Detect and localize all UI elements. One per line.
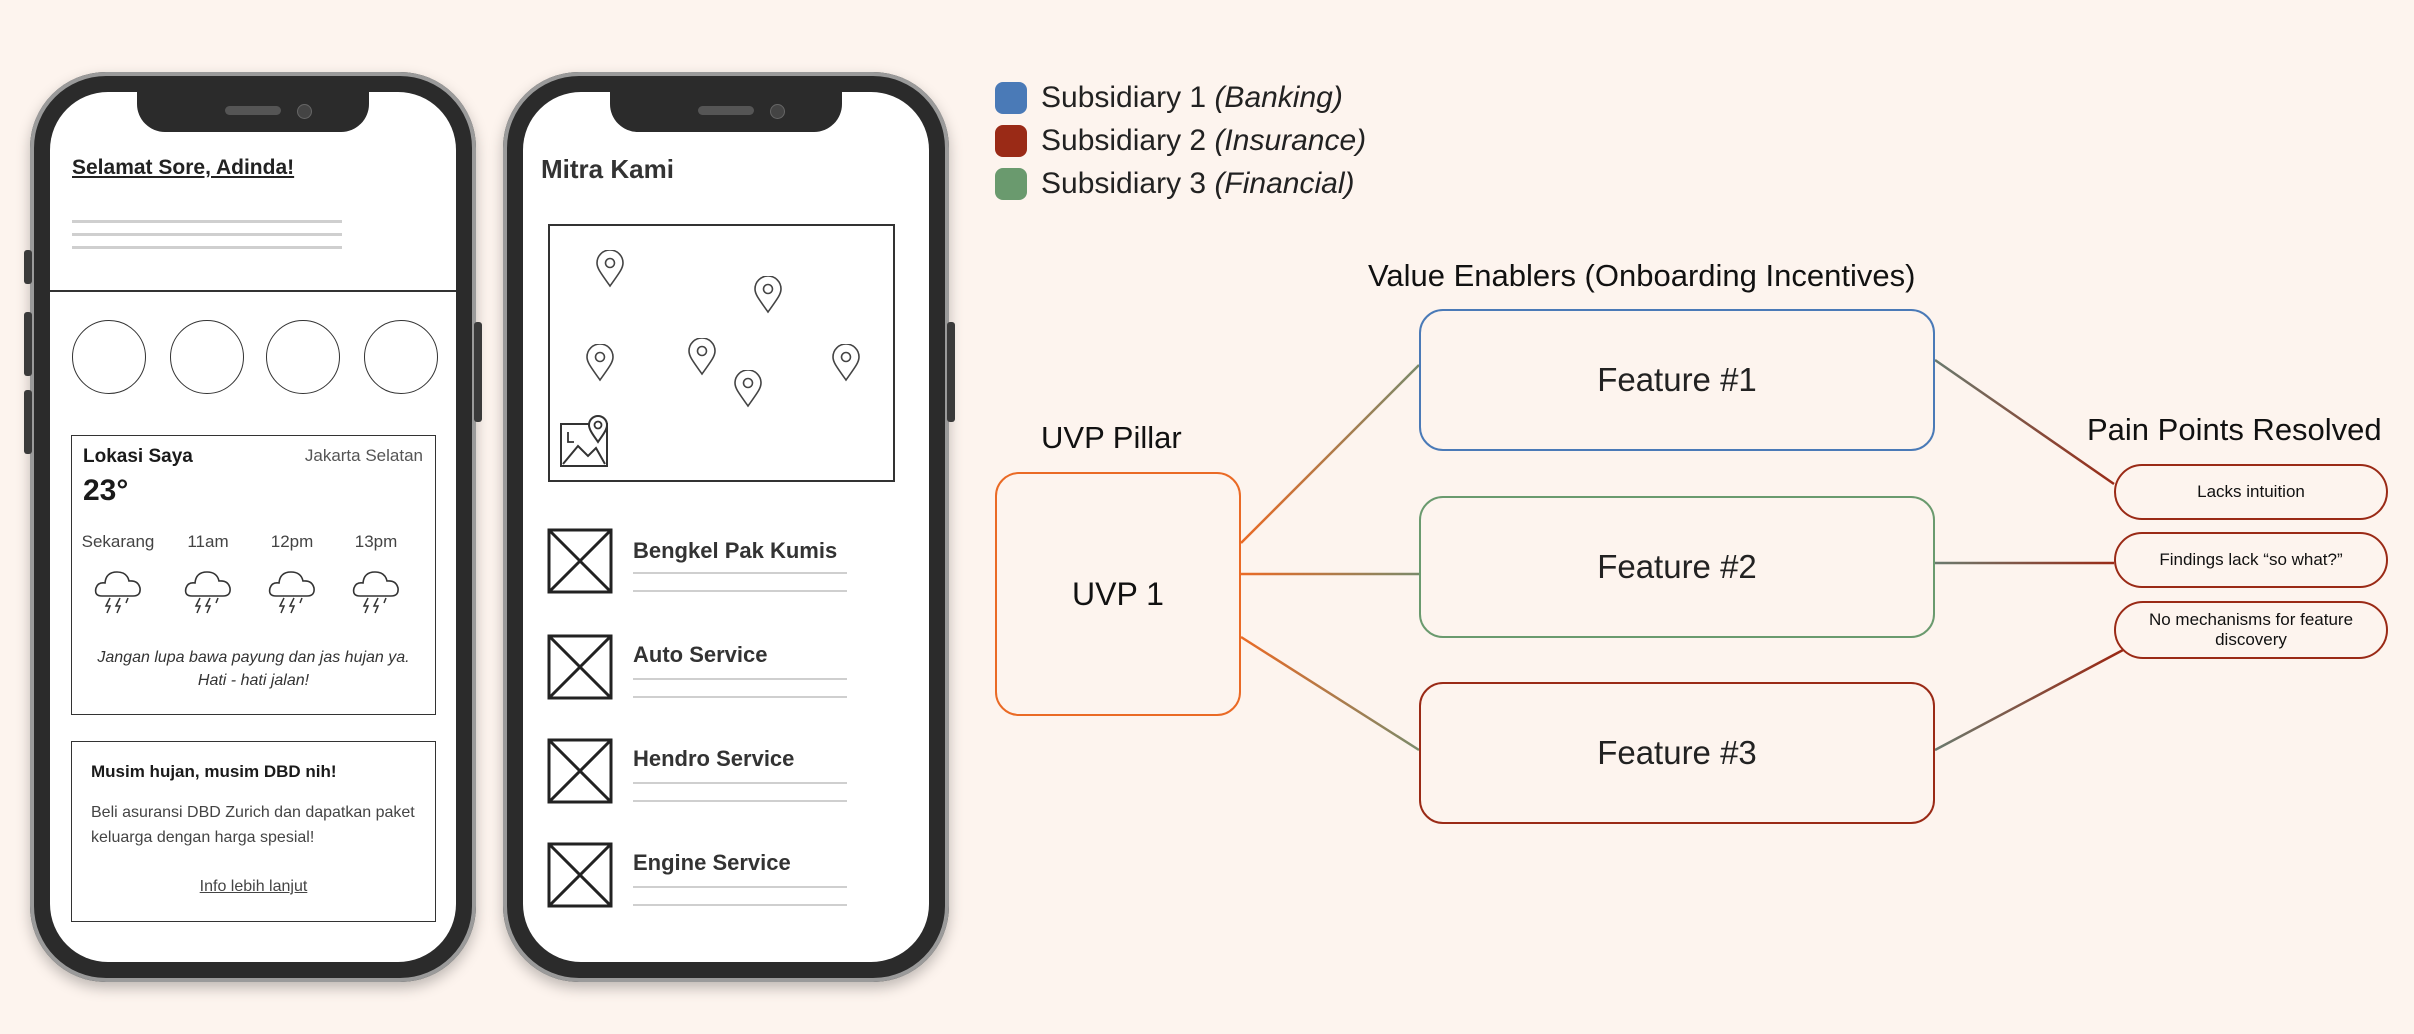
- uvp-pillar-heading: UVP Pillar: [1041, 420, 1182, 455]
- uvp-pillar-box[interactable]: UVP 1: [995, 472, 1241, 716]
- service-name[interactable]: Auto Service: [633, 642, 768, 667]
- promo-body: Beli asuransi DBD Zurich dan dapatkan pa…: [91, 804, 415, 846]
- weather-note: Jangan lupa bawa payung dan jas hujan ya…: [97, 649, 410, 689]
- map-pin-icon[interactable]: [752, 276, 784, 314]
- phone-screen-home: Selamat Sore, Adinda! Lokasi Saya Jakart…: [50, 92, 456, 962]
- connector-uvp-feature-3: [1240, 635, 1420, 752]
- shortcut-circle[interactable]: [266, 320, 340, 394]
- phone-screen-partners: Mitra Kami Bengkel Pak Kumis Auto Servic…: [523, 92, 929, 962]
- legend-sublabel: (Banking): [1214, 81, 1343, 114]
- forecast-hour: 11am: [187, 532, 229, 551]
- map-pin-icon[interactable]: [732, 370, 764, 408]
- storm-cloud-icon: [184, 571, 231, 614]
- placeholder-line: [633, 590, 847, 592]
- promo-title: Musim hujan, musim DBD nih!: [91, 762, 337, 781]
- weather-location-label: Lokasi Saya: [83, 446, 193, 467]
- weather-temperature: 23°: [83, 474, 129, 507]
- legend-item-subsidiary-1: Subsidiary 1 (Banking): [995, 80, 1343, 116]
- phone-mockup-partners: Mitra Kami Bengkel Pak Kumis Auto Servic…: [503, 72, 955, 982]
- weather-city: Jakarta Selatan: [304, 446, 423, 465]
- image-placeholder-icon: [547, 738, 613, 804]
- placeholder-line: [72, 246, 342, 249]
- promo-more-link[interactable]: Info lebih lanjut: [199, 878, 308, 895]
- connector-uvp-feature-1: [1240, 364, 1420, 544]
- legend-swatch: [995, 125, 1027, 157]
- shortcut-circle[interactable]: [364, 320, 438, 394]
- connector-feature-3-pain-3: [1934, 648, 2124, 752]
- section-divider: [50, 290, 456, 292]
- greeting-text: Selamat Sore, Adinda!: [72, 156, 295, 179]
- image-placeholder-icon: [547, 528, 613, 594]
- phone-notch: [610, 92, 842, 132]
- map-pin-icon[interactable]: [686, 338, 718, 376]
- legend-label: Subsidiary 2: [1041, 124, 1207, 157]
- service-name[interactable]: Hendro Service: [633, 746, 795, 771]
- placeholder-line: [72, 233, 342, 236]
- legend-sublabel: (Financial): [1214, 167, 1355, 200]
- pain-point-box-3[interactable]: No mechanisms for feature discovery: [2114, 601, 2388, 659]
- service-name[interactable]: Bengkel Pak Kumis: [633, 538, 838, 563]
- service-name[interactable]: Engine Service: [633, 850, 791, 875]
- pain-point-box-2[interactable]: Findings lack “so what?”: [2114, 532, 2388, 588]
- map-pin-icon[interactable]: [584, 344, 616, 382]
- placeholder-line: [633, 572, 847, 574]
- legend-swatch: [995, 82, 1027, 114]
- feature-box-2[interactable]: Feature #2: [1419, 496, 1935, 638]
- feature-box-1[interactable]: Feature #1: [1419, 309, 1935, 451]
- image-placeholder-icon: [547, 634, 613, 700]
- storm-cloud-icon: [94, 571, 141, 614]
- promo-card[interactable]: Musim hujan, musim DBD nih! Beli asurans…: [71, 741, 436, 922]
- legend-swatch: [995, 168, 1027, 200]
- legend-item-subsidiary-3: Subsidiary 3 (Financial): [995, 166, 1354, 202]
- legend-item-subsidiary-2: Subsidiary 2 (Insurance): [995, 123, 1366, 159]
- map-pin-icon[interactable]: [594, 250, 626, 288]
- placeholder-line: [633, 678, 847, 680]
- forecast-hour: Sekarang: [81, 532, 155, 551]
- feature-box-3[interactable]: Feature #3: [1419, 682, 1935, 824]
- connector-feature-1-pain-1: [1934, 358, 2115, 486]
- value-enablers-heading: Value Enablers (Onboarding Incentives): [1368, 258, 1916, 293]
- storm-cloud-icon: [268, 571, 315, 614]
- placeholder-line: [72, 220, 342, 223]
- placeholder-line: [633, 800, 847, 802]
- pain-point-box-1[interactable]: Lacks intuition: [2114, 464, 2388, 520]
- placeholder-line: [633, 886, 847, 888]
- map-pin-icon[interactable]: [830, 344, 862, 382]
- shortcut-circle[interactable]: [170, 320, 244, 394]
- map-image-icon: [560, 414, 609, 467]
- legend-sublabel: (Insurance): [1214, 124, 1367, 157]
- forecast-hour: 12pm: [270, 532, 314, 551]
- storm-cloud-icon: [352, 571, 399, 614]
- placeholder-line: [633, 782, 847, 784]
- placeholder-line: [633, 904, 847, 906]
- phone-notch: [137, 92, 369, 132]
- partners-title: Mitra Kami: [541, 154, 674, 184]
- placeholder-line: [633, 696, 847, 698]
- legend-label: Subsidiary 3: [1041, 167, 1207, 200]
- shortcut-circle[interactable]: [72, 320, 146, 394]
- pain-points-heading: Pain Points Resolved: [2087, 412, 2382, 447]
- image-placeholder-icon: [547, 842, 613, 908]
- weather-card[interactable]: Lokasi Saya Jakarta Selatan 23° Sekarang…: [71, 435, 436, 715]
- phone-mockup-home: Selamat Sore, Adinda! Lokasi Saya Jakart…: [24, 72, 482, 982]
- partners-map[interactable]: [548, 224, 895, 482]
- legend-label: Subsidiary 1: [1041, 81, 1207, 114]
- forecast-hour: 13pm: [354, 532, 398, 551]
